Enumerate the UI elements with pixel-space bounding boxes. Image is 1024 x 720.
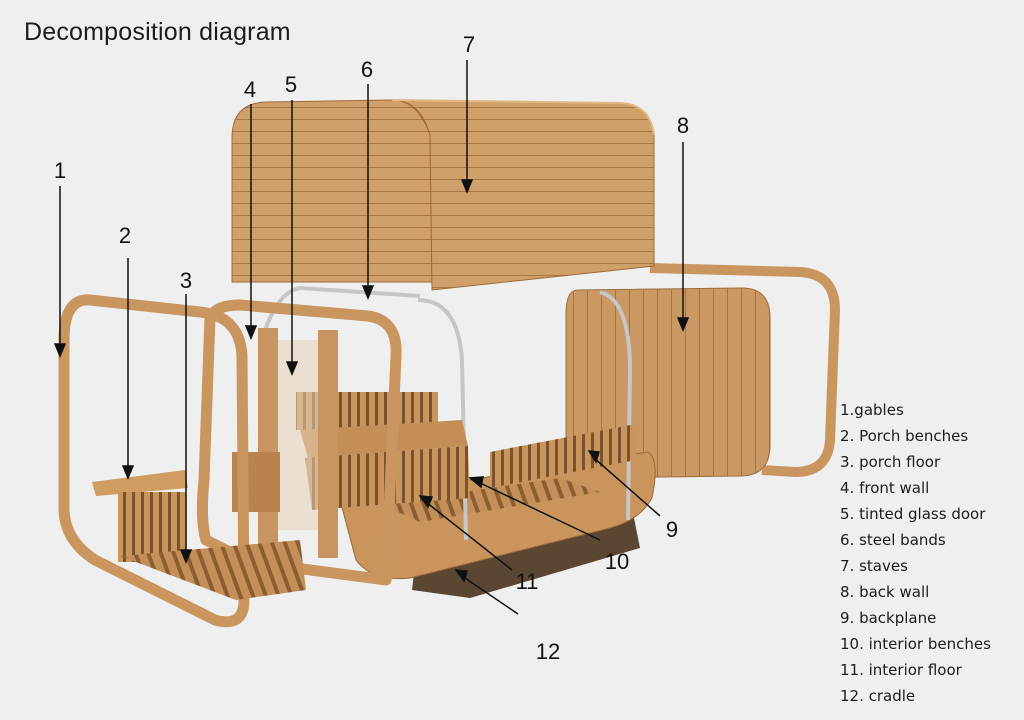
arrowhead-4 (244, 325, 258, 340)
callout-12: 12 (536, 639, 560, 664)
interior-bench-seat (300, 420, 468, 458)
callout-8: 8 (677, 113, 689, 138)
porch-bench-seat (92, 470, 188, 496)
arrowhead-9 (587, 450, 600, 464)
porch-bench-front (118, 492, 186, 562)
interior-floor (380, 478, 600, 522)
arrowhead-2 (121, 465, 135, 480)
roof-staves (391, 99, 655, 291)
porch-floor (120, 540, 306, 600)
legend-item: 1.gables (840, 401, 904, 419)
porch-gable-frame (58, 294, 250, 628)
leader-11 (425, 501, 513, 571)
callout-1: 1 (54, 158, 66, 183)
callout-leaders (53, 60, 690, 615)
front-wall-post-left (258, 328, 278, 558)
leader-10 (477, 481, 601, 541)
barrel-body-group (339, 451, 656, 598)
legend-item: 6. steel bands (840, 531, 946, 549)
legend-item: 4. front wall (840, 479, 930, 497)
callout-numbers: 1 2 3 4 5 6 7 8 9 10 11 12 (54, 32, 689, 664)
arrowhead-6 (361, 285, 375, 300)
arrowhead-10 (468, 476, 484, 489)
front-gable-frame (196, 299, 402, 586)
legend-item: 11. interior floor (840, 661, 962, 679)
porch-group (58, 294, 306, 628)
parts-legend: 1.gables 2. Porch benches 3. porch floor… (840, 399, 991, 711)
legend-item: 9. backplane (840, 609, 937, 627)
diagram-title: Decomposition diagram (24, 18, 291, 46)
callout-10: 10 (605, 549, 629, 574)
backplane (490, 424, 636, 488)
arrowhead-3 (179, 549, 193, 564)
legend-item: 7. staves (840, 557, 908, 575)
callout-4: 4 (244, 77, 256, 102)
arrowhead-5 (285, 361, 299, 376)
arrowhead-12 (454, 569, 468, 583)
legend-item: 2. Porch benches (840, 427, 969, 445)
leader-12 (461, 575, 519, 615)
steel-band-front (417, 298, 468, 541)
arrowhead-7 (460, 179, 474, 194)
roof-staves-group (231, 99, 655, 291)
callout-3: 3 (180, 268, 192, 293)
roof-highlight (391, 99, 655, 136)
arrowhead-11 (418, 495, 434, 509)
steel-band-rear (599, 290, 633, 521)
front-wall-group (196, 299, 402, 586)
callout-2: 2 (119, 223, 131, 248)
rear-gable-frame (649, 263, 840, 477)
legend-item: 12. cradle (840, 687, 916, 705)
arrowhead-1 (53, 343, 67, 358)
arrowhead-8 (676, 317, 690, 332)
callout-5: 5 (285, 72, 297, 97)
leader-9 (593, 457, 661, 517)
callout-11: 11 (516, 569, 539, 594)
callout-7: 7 (463, 32, 475, 57)
legend-item: 3. porch floor (840, 453, 941, 471)
legend-item: 5. tinted glass door (840, 505, 986, 523)
legend-item: 10. interior benches (840, 635, 991, 653)
roof-front-end (231, 99, 433, 283)
callout-9: 9 (666, 517, 678, 542)
legend-item: 8. back wall (840, 583, 930, 601)
front-wall-post-right (318, 330, 338, 558)
tinted-glass-door (278, 340, 318, 530)
callout-6: 6 (361, 57, 373, 82)
